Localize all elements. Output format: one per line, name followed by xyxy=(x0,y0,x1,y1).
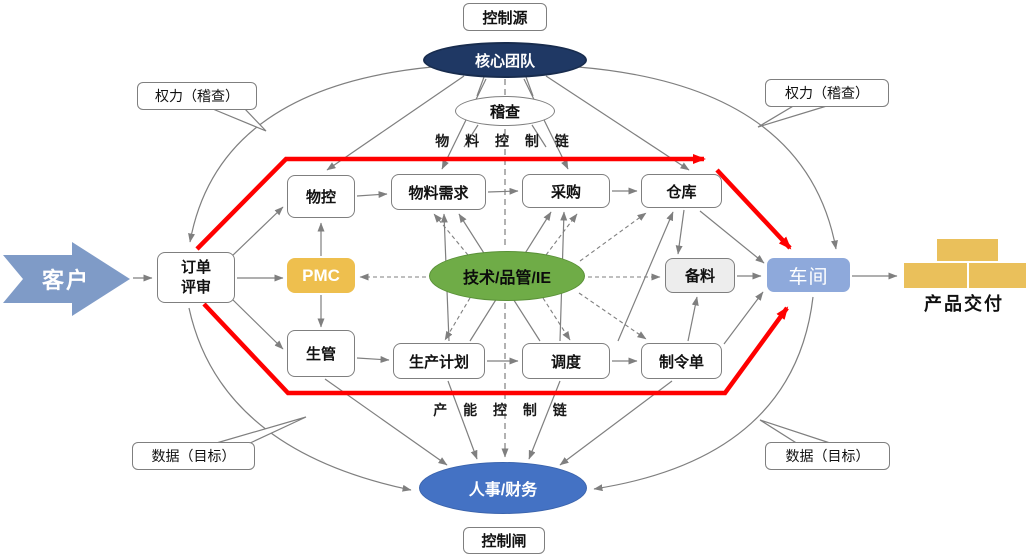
red-material-chain-into-workshop xyxy=(715,168,792,250)
edge-coreteam-to-warehouse xyxy=(545,75,690,171)
material-demand-box: 物料需求 xyxy=(391,174,486,210)
edge-coreteam-to-materialdemand xyxy=(441,78,487,170)
purchasing-box: 采购 xyxy=(522,174,610,208)
hr-finance-ellipse: 人事/财务 xyxy=(419,462,587,514)
product-delivery-label: 产品交付 xyxy=(924,294,1004,314)
delivery-brick-left xyxy=(904,263,967,288)
edge-warehouse-to-preparematerial xyxy=(675,209,685,255)
warehouse-box: 仓库 xyxy=(641,174,722,208)
edge-coreteam-to-purchasing xyxy=(523,78,569,170)
dispatch-box: 调度 xyxy=(522,343,610,379)
delivery-brick-top xyxy=(937,239,998,261)
production-plan-box: 生产计划 xyxy=(393,343,485,379)
callout-power-audit-left: 权力（稽查） xyxy=(137,82,257,110)
edge-workorder-to-workshop xyxy=(723,291,764,345)
tech-qc-ie-ellipse: 技术/品管/IE xyxy=(429,251,585,301)
capacity-chain-label: 产 能 控 制 链 xyxy=(433,402,573,418)
edge-coreteam-to-audit-right xyxy=(525,76,534,97)
arc-coreteam-to-orderreview xyxy=(188,66,433,243)
edge-tech-to-warehouse-dashed xyxy=(579,212,647,262)
edge-audit-down-right xyxy=(531,124,547,148)
arc-coreteam-to-workshop xyxy=(577,66,838,250)
order-review-line1: 订单 xyxy=(180,259,211,276)
order-review-box: 订单 评审 xyxy=(157,252,235,303)
callout-data-target-right: 数据（目标） xyxy=(765,442,890,470)
edge-orderreview-to-materialcontrol xyxy=(230,206,284,258)
edge-tech-to-purchasing-dashed xyxy=(545,213,578,256)
production-mgmt-box: 生管 xyxy=(287,330,355,377)
arc-workshop-to-hrfinance xyxy=(593,296,814,492)
edge-materialcontrol-to-materialdemand xyxy=(356,191,388,199)
customer-label: 客户 xyxy=(41,268,90,293)
delivery-brick-right xyxy=(969,263,1026,288)
edge-orderreview-to-productionmgmt xyxy=(230,297,284,350)
callout-data-target-left: 数据（目标） xyxy=(132,442,255,470)
workshop-box: 车间 xyxy=(767,258,850,292)
callout-power-audit-right: 权力（稽查） xyxy=(765,79,889,107)
callout-tail-top-left xyxy=(207,106,267,132)
customer-arrow-shape xyxy=(3,242,130,316)
arc-orderreview-to-hrfinance xyxy=(188,307,412,492)
edge-materialdemand-to-purchasing xyxy=(487,187,519,195)
pmc-box: PMC xyxy=(287,258,355,293)
callout-tail-top-right xyxy=(757,104,831,128)
edge-tech-to-materialdemand-dashed xyxy=(433,213,469,256)
callout-tail-bottom-left xyxy=(212,416,307,445)
edge-audit-down-left xyxy=(463,124,479,148)
edge-productionmgmt-to-productionplan xyxy=(356,355,390,363)
edge-warehouse-to-workshop xyxy=(699,210,765,264)
material-control-box: 物控 xyxy=(287,175,355,218)
core-team-ellipse: 核心团队 xyxy=(423,42,587,78)
red-material-chain-top xyxy=(195,154,706,251)
callout-tail-bottom-right xyxy=(759,419,834,445)
edge-tech-to-dispatch-dashed xyxy=(542,297,571,341)
edge-coreteam-to-audit-left xyxy=(476,76,485,97)
audit-ellipse: 稽查 xyxy=(455,96,555,126)
prepare-material-box: 备料 xyxy=(665,258,735,293)
edge-coreteam-to-materialcontrol xyxy=(326,75,465,171)
work-order-box: 制令单 xyxy=(641,343,722,379)
red-capacity-chain xyxy=(202,302,789,396)
control-gate-box: 控制闸 xyxy=(463,527,545,554)
order-review-line2: 评审 xyxy=(180,278,211,296)
material-chain-label: 物 料 控 制 链 xyxy=(435,133,575,149)
edge-workorder-to-preparematerial xyxy=(687,296,699,342)
control-source-box: 控制源 xyxy=(463,3,547,31)
edge-tech-to-productionplan-dashed xyxy=(444,297,471,341)
